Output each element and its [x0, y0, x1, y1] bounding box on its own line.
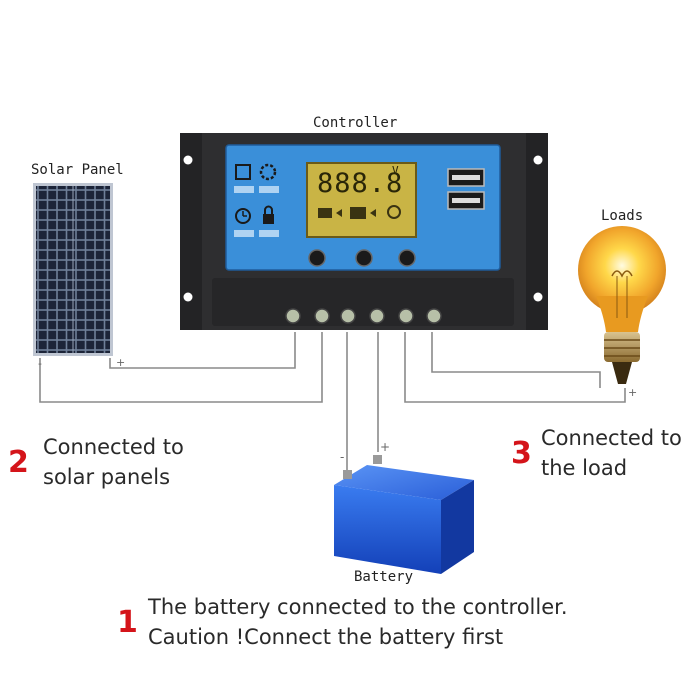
wires [39, 332, 626, 470]
step-1-line2: Caution !Connect the battery first [148, 625, 504, 649]
settings-icon [259, 163, 277, 181]
controller-label: Controller [313, 115, 398, 131]
terminal-solar-neg [285, 308, 301, 324]
step-3-line1: Connected to [541, 426, 682, 450]
load-positive-mark: + [628, 386, 638, 399]
terminal-battery-pos [369, 308, 385, 324]
mount-hole-br [533, 292, 543, 302]
load-wire-b [431, 332, 601, 388]
step-2-line1: Connected to [43, 435, 184, 459]
lcd-screen [306, 162, 417, 238]
mode-icon [235, 164, 251, 180]
solar-panel-label: Solar Panel [31, 162, 124, 178]
control-buttons [308, 249, 416, 267]
battery [334, 455, 474, 574]
step-1-line1: The battery connected to the controller. [148, 595, 568, 619]
terminals [285, 308, 442, 324]
step-3-number: 3 [511, 436, 532, 471]
mount-hole-tl [183, 155, 193, 165]
battery-positive-mark: + [380, 440, 391, 454]
step-2-number: 2 [8, 445, 29, 480]
minus-button [355, 249, 373, 267]
controller [180, 133, 548, 330]
lcd-icons [318, 205, 401, 219]
solar-wire-negative [39, 332, 323, 403]
battery-terminal-neg [343, 470, 352, 479]
terminal-solar-pos [314, 308, 330, 324]
step-3-line2: the load [541, 456, 628, 480]
menu-button [308, 249, 326, 267]
lcd-reading: 888.8 [317, 168, 404, 199]
mount-hole-bl [183, 292, 193, 302]
battery-terminal-pos [373, 455, 382, 464]
battery-label: Battery [354, 569, 414, 585]
loads-label: Loads [601, 208, 644, 224]
solar-panel [33, 183, 113, 356]
panel-negative-mark: - [38, 357, 42, 370]
mount-hole-tr [533, 155, 543, 165]
battery-negative-mark: - [340, 450, 345, 464]
plus-button [398, 249, 416, 267]
timer-icon [235, 208, 251, 224]
solar-wire-positive [109, 332, 296, 369]
step-1-number: 1 [117, 605, 138, 640]
light-bulb [578, 226, 666, 384]
terminal-load-neg [398, 308, 414, 324]
step-2-line2: solar panels [43, 465, 171, 489]
load-wire-a [404, 332, 626, 403]
panel-positive-mark: + [116, 356, 126, 369]
terminal-battery-neg [340, 308, 356, 324]
lcd-unit: V [392, 164, 399, 177]
lock-icon [263, 214, 274, 224]
terminal-block [212, 278, 514, 326]
terminal-load-pos [426, 308, 442, 324]
